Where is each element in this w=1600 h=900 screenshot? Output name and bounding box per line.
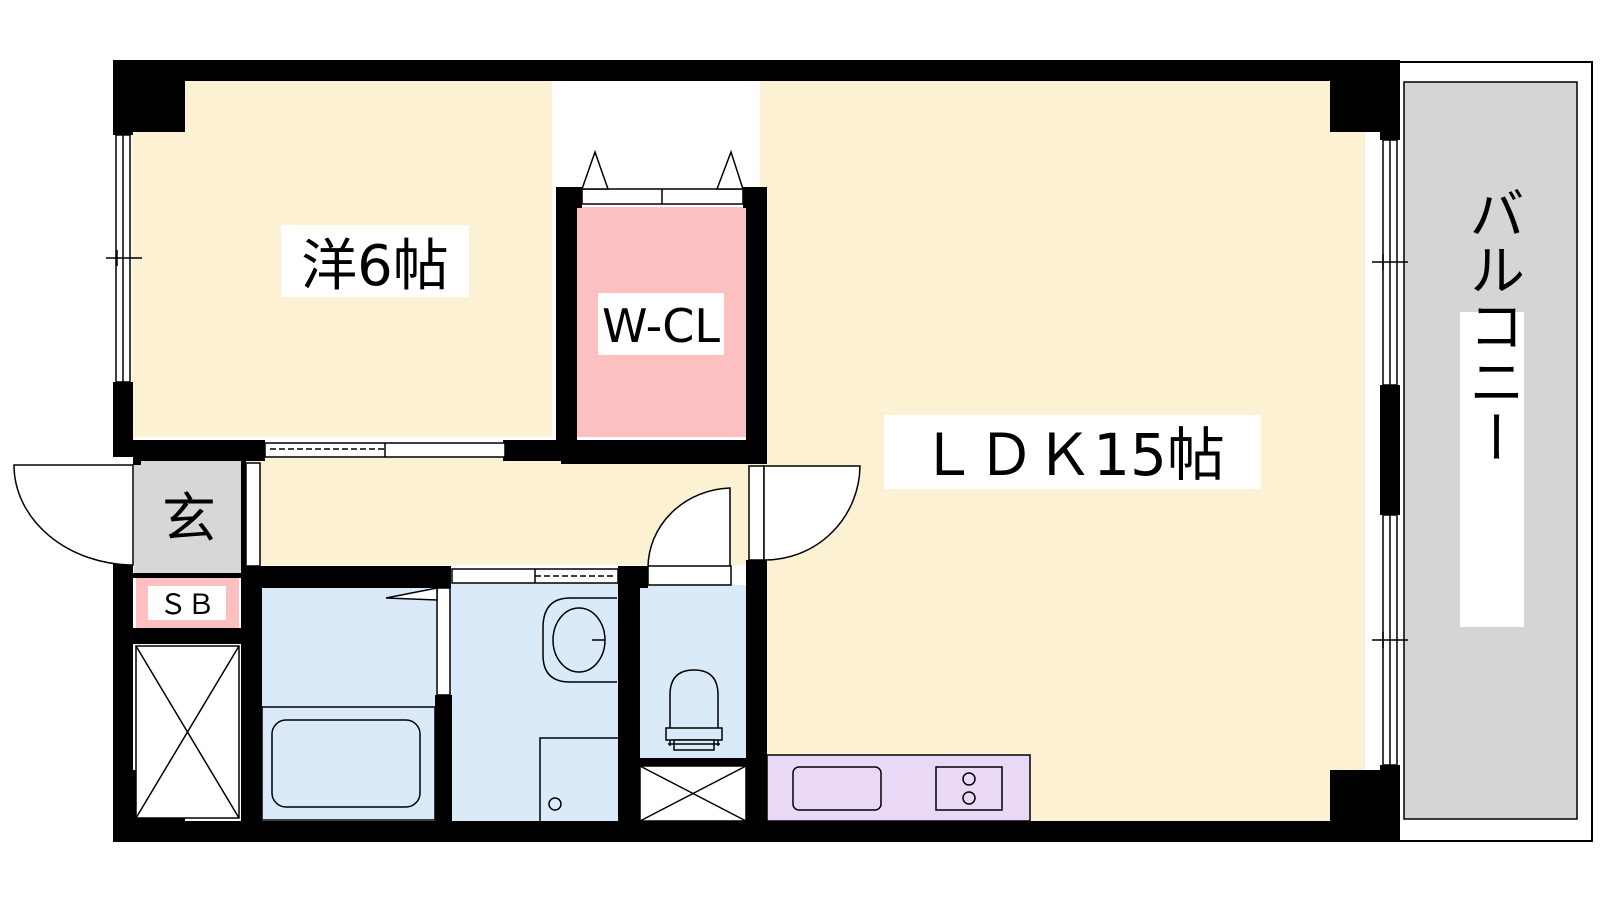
toilet bbox=[665, 669, 723, 751]
washing-machine-space bbox=[539, 737, 618, 821]
western-room-label: 洋6帖 bbox=[301, 234, 449, 299]
closet-label-group: W-CL bbox=[598, 293, 724, 355]
storage-below-toilet bbox=[639, 765, 747, 822]
closet-label: W-CL bbox=[602, 299, 720, 353]
wall-ldk-west bbox=[746, 560, 767, 842]
wall-closet-top-left bbox=[556, 187, 582, 208]
ldk-label: ＬＤＫ15帖 bbox=[919, 421, 1225, 489]
shelf-storage bbox=[135, 645, 240, 819]
entrance-door[interactable] bbox=[13, 464, 134, 566]
column-top-left bbox=[113, 60, 185, 132]
toilet-door[interactable] bbox=[647, 487, 732, 586]
wall-closet-right bbox=[746, 187, 767, 464]
sliding-door-washroom[interactable] bbox=[451, 568, 619, 584]
wall-washroom-right bbox=[618, 566, 640, 842]
bathtub bbox=[261, 706, 436, 821]
washbasin bbox=[542, 597, 617, 683]
window-right-upper bbox=[1372, 139, 1408, 386]
wall-bath-left bbox=[241, 566, 262, 842]
wall-bath-right bbox=[435, 695, 452, 842]
column-top-right bbox=[1330, 60, 1400, 132]
entrance-label: 玄 bbox=[162, 487, 216, 550]
kitchen-counter bbox=[766, 754, 1031, 822]
wall-toilet-bottom bbox=[640, 758, 746, 766]
wall-closet-left bbox=[556, 187, 577, 461]
wall-right-mid bbox=[1380, 385, 1400, 515]
wall-top bbox=[113, 60, 1400, 81]
wall-western-room-bottom-right bbox=[503, 440, 561, 461]
wall-left-mid bbox=[113, 382, 133, 457]
balcony-label: バルコニー bbox=[1460, 185, 1525, 465]
balcony-label-group: バルコニー bbox=[1460, 185, 1525, 627]
sliding-door-closet[interactable] bbox=[580, 149, 745, 205]
wall-entrance-right bbox=[241, 461, 246, 573]
window-right-lower bbox=[1372, 514, 1408, 766]
ldk-door[interactable] bbox=[748, 465, 861, 561]
column-bottom-right bbox=[1330, 770, 1400, 842]
wall-western-room-bottom bbox=[133, 440, 265, 461]
shoe-box-label: ＳＢ bbox=[159, 588, 215, 621]
wall-sb-top bbox=[133, 573, 241, 578]
western-room-label-group: 洋6帖 bbox=[281, 225, 469, 299]
wall-entrance-left-stub bbox=[133, 457, 141, 465]
window-left bbox=[106, 134, 142, 383]
wall-wet-top bbox=[241, 566, 451, 588]
ldk-label-group: ＬＤＫ15帖 bbox=[884, 415, 1261, 489]
sliding-door-western-room[interactable] bbox=[264, 442, 506, 458]
folding-door-bath[interactable] bbox=[385, 587, 451, 696]
shoe-box-label-group: ＳＢ bbox=[148, 586, 226, 621]
wall-closet-bottom bbox=[561, 440, 767, 464]
wall-sb-bottom bbox=[133, 628, 241, 644]
entrance-label-group: 玄 bbox=[158, 484, 221, 550]
wall-closet-top-right bbox=[743, 187, 767, 208]
sliding-door-entrance-hall[interactable] bbox=[245, 462, 261, 567]
kitchen-sink bbox=[792, 766, 882, 811]
